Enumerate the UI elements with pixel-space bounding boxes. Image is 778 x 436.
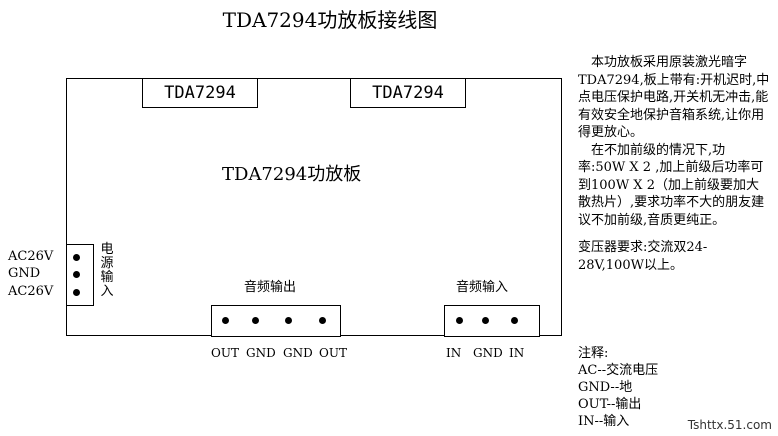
note-item: IN--输入 xyxy=(578,414,630,429)
description-paragraph: 本功放板采用原装激光暗字TDA7294,板上带有:开机迟时,中点电压保护电路,开… xyxy=(578,55,770,140)
notes-title: 注释: xyxy=(578,346,609,361)
audio-out-title: 音频输出 xyxy=(244,280,297,295)
audio-in-pin-label: GND xyxy=(473,346,503,360)
chip-left: TDA7294 xyxy=(142,78,258,108)
audio-in-pin-dot xyxy=(456,317,463,324)
audio-in-pin-dot xyxy=(511,317,518,324)
audio-in-title: 音频输入 xyxy=(456,280,509,295)
power-pin-label: AC26V xyxy=(8,284,54,299)
power-input-title: 电源输入 xyxy=(100,242,114,299)
diagram-title: TDA7294功放板接线图 xyxy=(222,8,438,32)
power-pin-dot xyxy=(73,254,80,261)
board-label: TDA7294功放板 xyxy=(222,164,362,185)
description-paragraph: 在不加前级的情况下,功率:50W X 2 ,加上前级后功率可到100W X 2（… xyxy=(578,142,765,228)
audio-out-pin-label: OUT xyxy=(319,346,347,360)
audio-out-pin-dot xyxy=(222,317,229,324)
description: 本功放板采用原装激光暗字TDA7294,板上带有:开机迟时,中点电压保护电路,开… xyxy=(578,54,770,274)
audio-out-pin-label: GND xyxy=(283,346,313,360)
audio-in-pin-label: IN xyxy=(509,346,525,360)
audio-out-pin-dot xyxy=(252,317,259,324)
audio-in-pin-label: IN xyxy=(446,346,462,360)
power-pin-dot xyxy=(73,289,80,296)
audio-out-pin-dot xyxy=(319,317,326,324)
power-pin-dot xyxy=(73,271,80,278)
audio-in-pin-dot xyxy=(482,317,489,324)
audio-out-pin-label: OUT xyxy=(211,346,239,360)
power-connector xyxy=(66,244,94,306)
power-pin-label: AC26V xyxy=(8,249,54,264)
note-item: OUT--输出 xyxy=(578,397,642,412)
transformer-requirement: 变压器要求:交流双24-28V,100W以上。 xyxy=(578,240,708,273)
audio-out-pin-dot xyxy=(285,317,292,324)
amplifier-board xyxy=(66,78,562,336)
power-pin-label: GND xyxy=(8,266,41,281)
watermark: Tshttx.51.com xyxy=(687,418,772,432)
note-item: GND--地 xyxy=(578,380,633,395)
audio-out-pin-label: GND xyxy=(246,346,276,360)
chip-right: TDA7294 xyxy=(350,78,466,108)
note-item: AC--交流电压 xyxy=(578,363,659,378)
